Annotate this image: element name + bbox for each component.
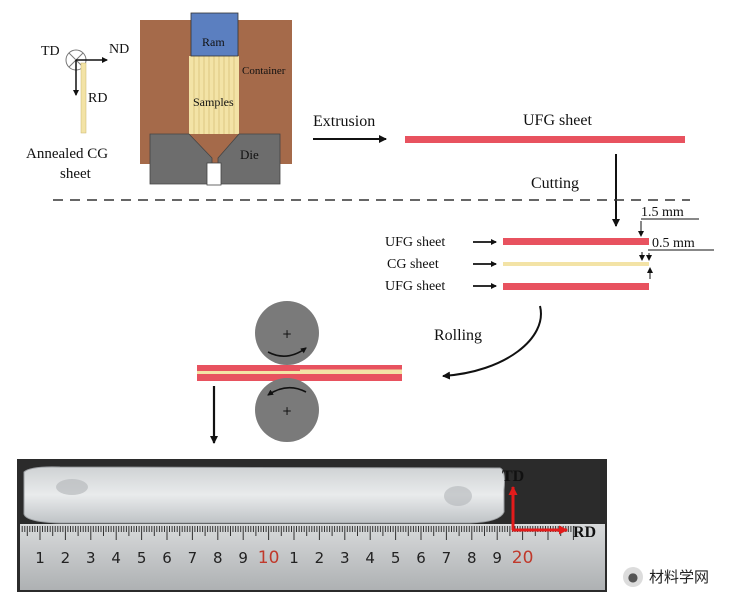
ruler-number: 7 xyxy=(188,549,198,567)
nd-axis-label: ND xyxy=(109,42,129,57)
die-right xyxy=(217,133,281,185)
extrusion-label: Extrusion xyxy=(313,113,375,130)
container-label: Container xyxy=(242,65,286,77)
die-label: Die xyxy=(240,147,259,162)
ruler-number: 5 xyxy=(137,549,147,567)
cg-sheet-label-line2: sheet xyxy=(60,166,92,182)
ruler-number: 1 xyxy=(35,549,45,567)
ram-label: Ram xyxy=(202,35,225,49)
ruler-number: 9 xyxy=(492,549,502,567)
rolling-arrow xyxy=(442,305,542,380)
extrusion-press: Ram Container Samples Die xyxy=(140,12,292,186)
samples-label: Samples xyxy=(193,95,234,109)
watermark-text: 材料学网 xyxy=(648,568,709,586)
dim-thick-label: 1.5 mm xyxy=(641,205,684,220)
ruler-number: 10 xyxy=(258,548,280,568)
cutting-label: Cutting xyxy=(531,175,579,192)
samples-layers xyxy=(193,56,235,134)
ruler-number: 20 xyxy=(512,548,534,568)
rolling-label: Rolling xyxy=(434,327,482,344)
stack-middle-cg-bar xyxy=(503,262,649,266)
ruler-number: 9 xyxy=(238,549,248,567)
ruler-number: 8 xyxy=(213,549,223,567)
axis-triad: TD ND RD xyxy=(41,42,129,106)
ruler-ticks xyxy=(21,526,574,540)
lower-roller-center: + xyxy=(282,404,292,418)
td-axis-label: TD xyxy=(41,44,60,59)
ram-block xyxy=(190,12,239,57)
ruler-number: 2 xyxy=(315,549,325,567)
ufg-sheet-label: UFG sheet xyxy=(523,112,592,129)
stack-bottom-label: UFG sheet xyxy=(385,279,445,294)
sheet-stack: UFG sheet CG sheet UFG sheet 1.5 mm 0.5 … xyxy=(385,205,714,294)
wechat-icon: ● xyxy=(622,566,643,587)
rd-axis-label: RD xyxy=(88,91,107,106)
upper-roller-center: + xyxy=(282,327,292,341)
ruler-number: 5 xyxy=(391,549,401,567)
upper-roller-rotation-arrow xyxy=(267,347,307,357)
ruler-number: 6 xyxy=(416,549,426,567)
rolled-sheet-core xyxy=(197,371,402,374)
lower-roller-rotation-arrow xyxy=(267,386,307,396)
stack-top-ufg-bar xyxy=(503,238,649,245)
photo-td-label: TD xyxy=(502,468,524,485)
dim-thin-label: 0.5 mm xyxy=(652,236,695,251)
ruler-number: 3 xyxy=(340,549,350,567)
rolling-mill: + + xyxy=(197,301,402,442)
ruler-number: 8 xyxy=(467,549,477,567)
cg-sheet-label-line1: Annealed CG xyxy=(26,146,108,162)
rolled-specimen xyxy=(23,466,505,524)
extruded-sheet-exit xyxy=(206,162,222,186)
ruler-number: 6 xyxy=(162,549,172,567)
ruler-number: 7 xyxy=(442,549,452,567)
ruler-number: 4 xyxy=(111,549,121,567)
ruler-number: 1 xyxy=(289,549,299,567)
cg-sheet-strip xyxy=(80,62,87,134)
watermark: ● 材料学网 xyxy=(616,564,715,589)
ruler-number: 4 xyxy=(365,549,375,567)
stack-middle-label: CG sheet xyxy=(387,257,439,272)
ruler xyxy=(20,524,605,590)
ruler-number: 2 xyxy=(61,549,71,567)
ruler-number: 3 xyxy=(86,549,96,567)
stack-top-label: UFG sheet xyxy=(385,235,445,250)
ufg-sheet-bar xyxy=(405,136,685,143)
stack-bottom-ufg-bar xyxy=(503,283,649,290)
photo-rd-label: RD xyxy=(573,524,596,541)
